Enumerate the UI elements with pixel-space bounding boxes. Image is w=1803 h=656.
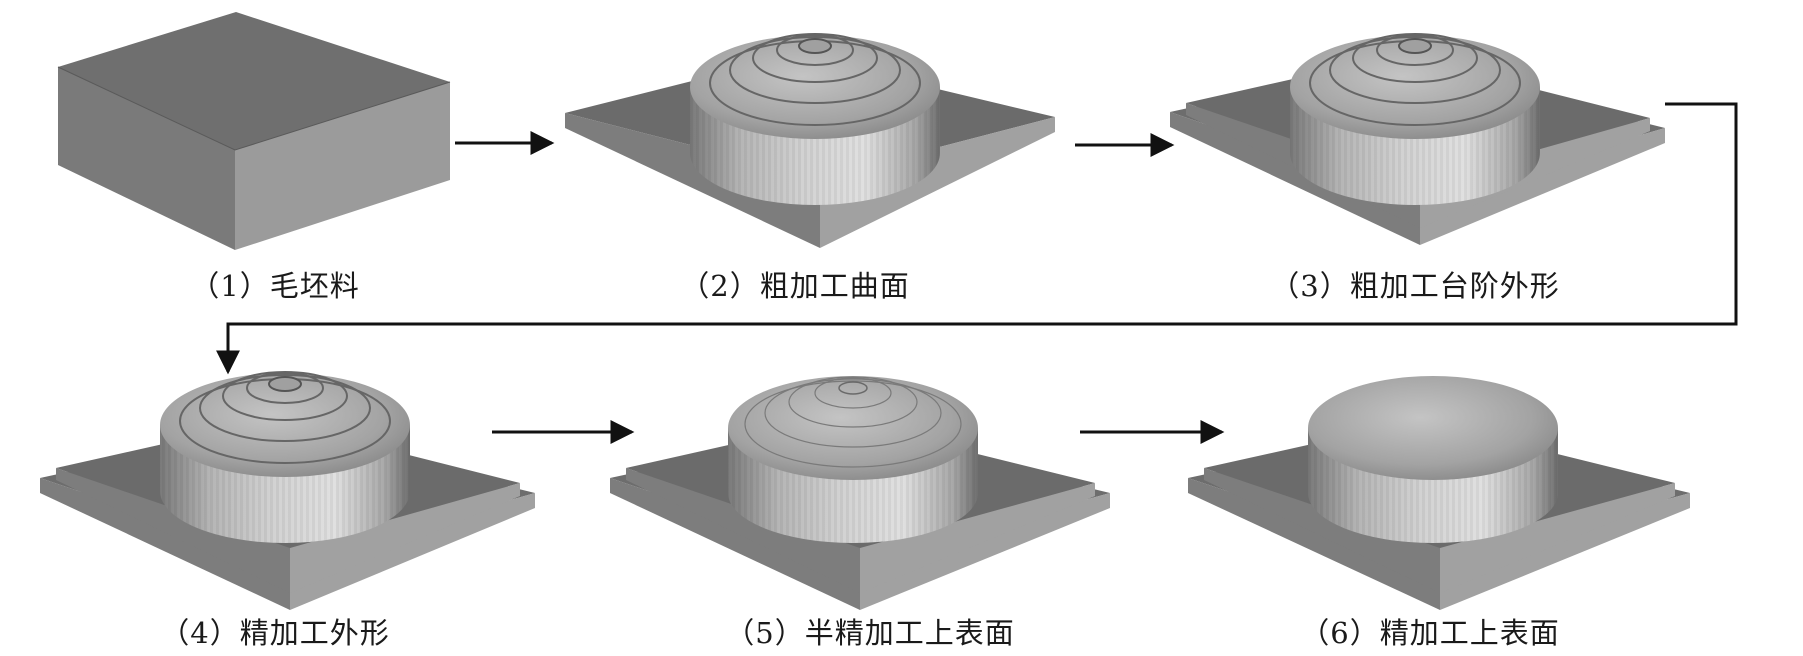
caption-step-5: （5）半精加工上表面	[725, 616, 1015, 650]
rough-step-figure	[1170, 33, 1665, 245]
caption-step-1: （1）毛坯料	[190, 269, 360, 303]
caption-step-2: （2）粗加工曲面	[680, 269, 910, 303]
caption-step-4: （4）精加工外形	[160, 616, 390, 650]
arrow-3-to-4	[216, 102, 1738, 375]
rough-surface-figure	[565, 33, 1055, 248]
caption-step-6: （6）精加工上表面	[1300, 616, 1560, 650]
raw-block-figure	[57, 12, 451, 250]
caption-step-3: （3）粗加工台阶外形	[1270, 269, 1560, 303]
semi-finish-top-figure	[610, 376, 1110, 610]
finish-top-figure	[1188, 376, 1690, 610]
finish-outline-figure	[40, 371, 535, 610]
